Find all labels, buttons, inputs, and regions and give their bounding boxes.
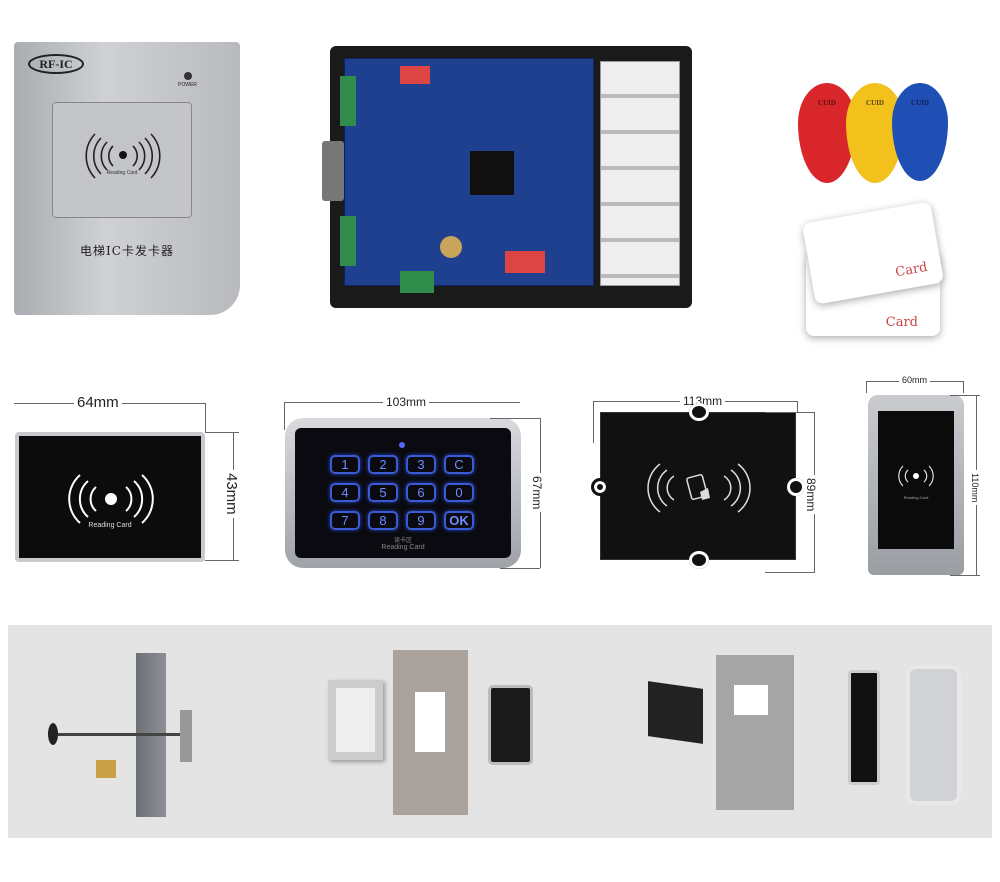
wall-panel xyxy=(716,655,794,810)
rfid-waves-icon xyxy=(898,465,934,487)
device-caption: 电梯IC卡发卡器 xyxy=(80,244,174,258)
power-led xyxy=(184,72,192,80)
slim-card-reader: Reading Card xyxy=(868,395,964,575)
installation-diagram xyxy=(8,625,992,838)
dimension-line xyxy=(950,395,980,396)
slim-reader-face xyxy=(848,670,880,785)
key-8[interactable]: 8 xyxy=(368,511,398,530)
wall-cutout xyxy=(734,685,768,715)
reading-label: Reading Card xyxy=(88,522,132,529)
mounting-ear xyxy=(787,478,805,496)
keyfob-blue: CUID xyxy=(892,83,948,181)
mounting-ear xyxy=(689,551,709,569)
terminal-block xyxy=(340,76,356,126)
dip-switch xyxy=(505,251,545,273)
rfid-waves-icon xyxy=(85,133,161,179)
dimension-line xyxy=(284,402,285,430)
mcu-chip xyxy=(470,151,514,195)
height-dimension: 89mm xyxy=(804,475,818,515)
reading-label: Reading Card xyxy=(381,544,425,551)
reading-label: Reading Card xyxy=(106,170,138,176)
wall-panel xyxy=(393,650,468,815)
desktop-card-issuer: RF-IC POWER Reading Card 电梯IC卡发卡器 xyxy=(14,42,240,315)
battery xyxy=(440,236,462,258)
cable xyxy=(58,733,188,736)
panel-module xyxy=(648,681,703,744)
rfid-card-waves-icon xyxy=(647,463,751,513)
controller-board xyxy=(322,46,692,308)
dimension-line xyxy=(500,568,540,569)
pcb xyxy=(344,58,594,286)
key-3[interactable]: 3 xyxy=(406,455,436,474)
terminal-block xyxy=(340,216,356,266)
serial-port xyxy=(322,141,344,201)
zone-label: 读卡区 xyxy=(393,538,412,544)
keyfob-brand: CUID xyxy=(818,99,836,107)
dimension-line xyxy=(963,381,964,393)
keypad-card-reader: 1 2 3 C 4 5 6 0 7 8 9 OK 读卡区 Reading Car… xyxy=(285,418,521,568)
width-dimension: 60mm xyxy=(899,375,931,385)
key-5[interactable]: 5 xyxy=(368,483,398,502)
card-label: Card xyxy=(894,259,929,281)
keyfob-brand: CUID xyxy=(866,99,884,107)
power-label: POWER xyxy=(178,82,197,88)
card-label: Card xyxy=(885,315,918,330)
dimension-line xyxy=(205,432,239,433)
back-plate xyxy=(180,710,192,762)
card-reader-64mm: Reading Card xyxy=(15,432,205,562)
key-ok[interactable]: OK xyxy=(444,511,474,530)
height-dimension: 43mm xyxy=(223,470,240,518)
height-dimension: 67mm xyxy=(530,473,544,513)
panel-card-reader xyxy=(591,403,805,569)
key-6[interactable]: 6 xyxy=(406,483,436,502)
reading-label: Reading Card xyxy=(903,495,929,500)
logo: RF-IC xyxy=(28,54,84,74)
terminal-block xyxy=(400,271,434,293)
reading-area: Reading Card xyxy=(52,102,192,218)
reader-face: Reading Card xyxy=(878,411,954,549)
dimension-line xyxy=(205,403,206,433)
dip-switch xyxy=(400,66,430,84)
key-4[interactable]: 4 xyxy=(330,483,360,502)
dimension-line xyxy=(490,418,540,419)
mounting-frame xyxy=(328,680,383,760)
dimension-line xyxy=(797,401,798,413)
key-0[interactable]: 0 xyxy=(444,483,474,502)
keypad-module xyxy=(488,685,533,765)
dimension-line xyxy=(765,572,815,573)
dimension-line xyxy=(765,412,815,413)
height-dimension: 110mm xyxy=(970,470,980,506)
keyfob-brand: CUID xyxy=(911,99,929,107)
key-9[interactable]: 9 xyxy=(406,511,436,530)
dimension-line xyxy=(593,401,594,443)
keypad-screen: 1 2 3 C 4 5 6 0 7 8 9 OK 读卡区 Reading Car… xyxy=(295,428,511,558)
connector xyxy=(96,760,116,778)
connector-column xyxy=(600,61,680,286)
key-2[interactable]: 2 xyxy=(368,455,398,474)
width-dimension: 64mm xyxy=(74,394,122,411)
dimension-line xyxy=(866,381,867,393)
knob xyxy=(48,723,58,745)
rfid-waves-icon xyxy=(68,474,154,524)
keyfob-group: CUID CUID CUID xyxy=(798,55,948,190)
slim-reader-housing xyxy=(906,665,961,805)
key-clear[interactable]: C xyxy=(444,455,474,474)
status-led xyxy=(399,442,405,448)
mounting-ear xyxy=(689,403,709,421)
dimension-line xyxy=(950,575,980,576)
key-7[interactable]: 7 xyxy=(330,511,360,530)
mounting-ear xyxy=(591,478,609,496)
width-dimension: 103mm xyxy=(383,395,430,409)
key-1[interactable]: 1 xyxy=(330,455,360,474)
wall-cutout xyxy=(415,692,445,752)
dimension-line xyxy=(205,560,239,561)
